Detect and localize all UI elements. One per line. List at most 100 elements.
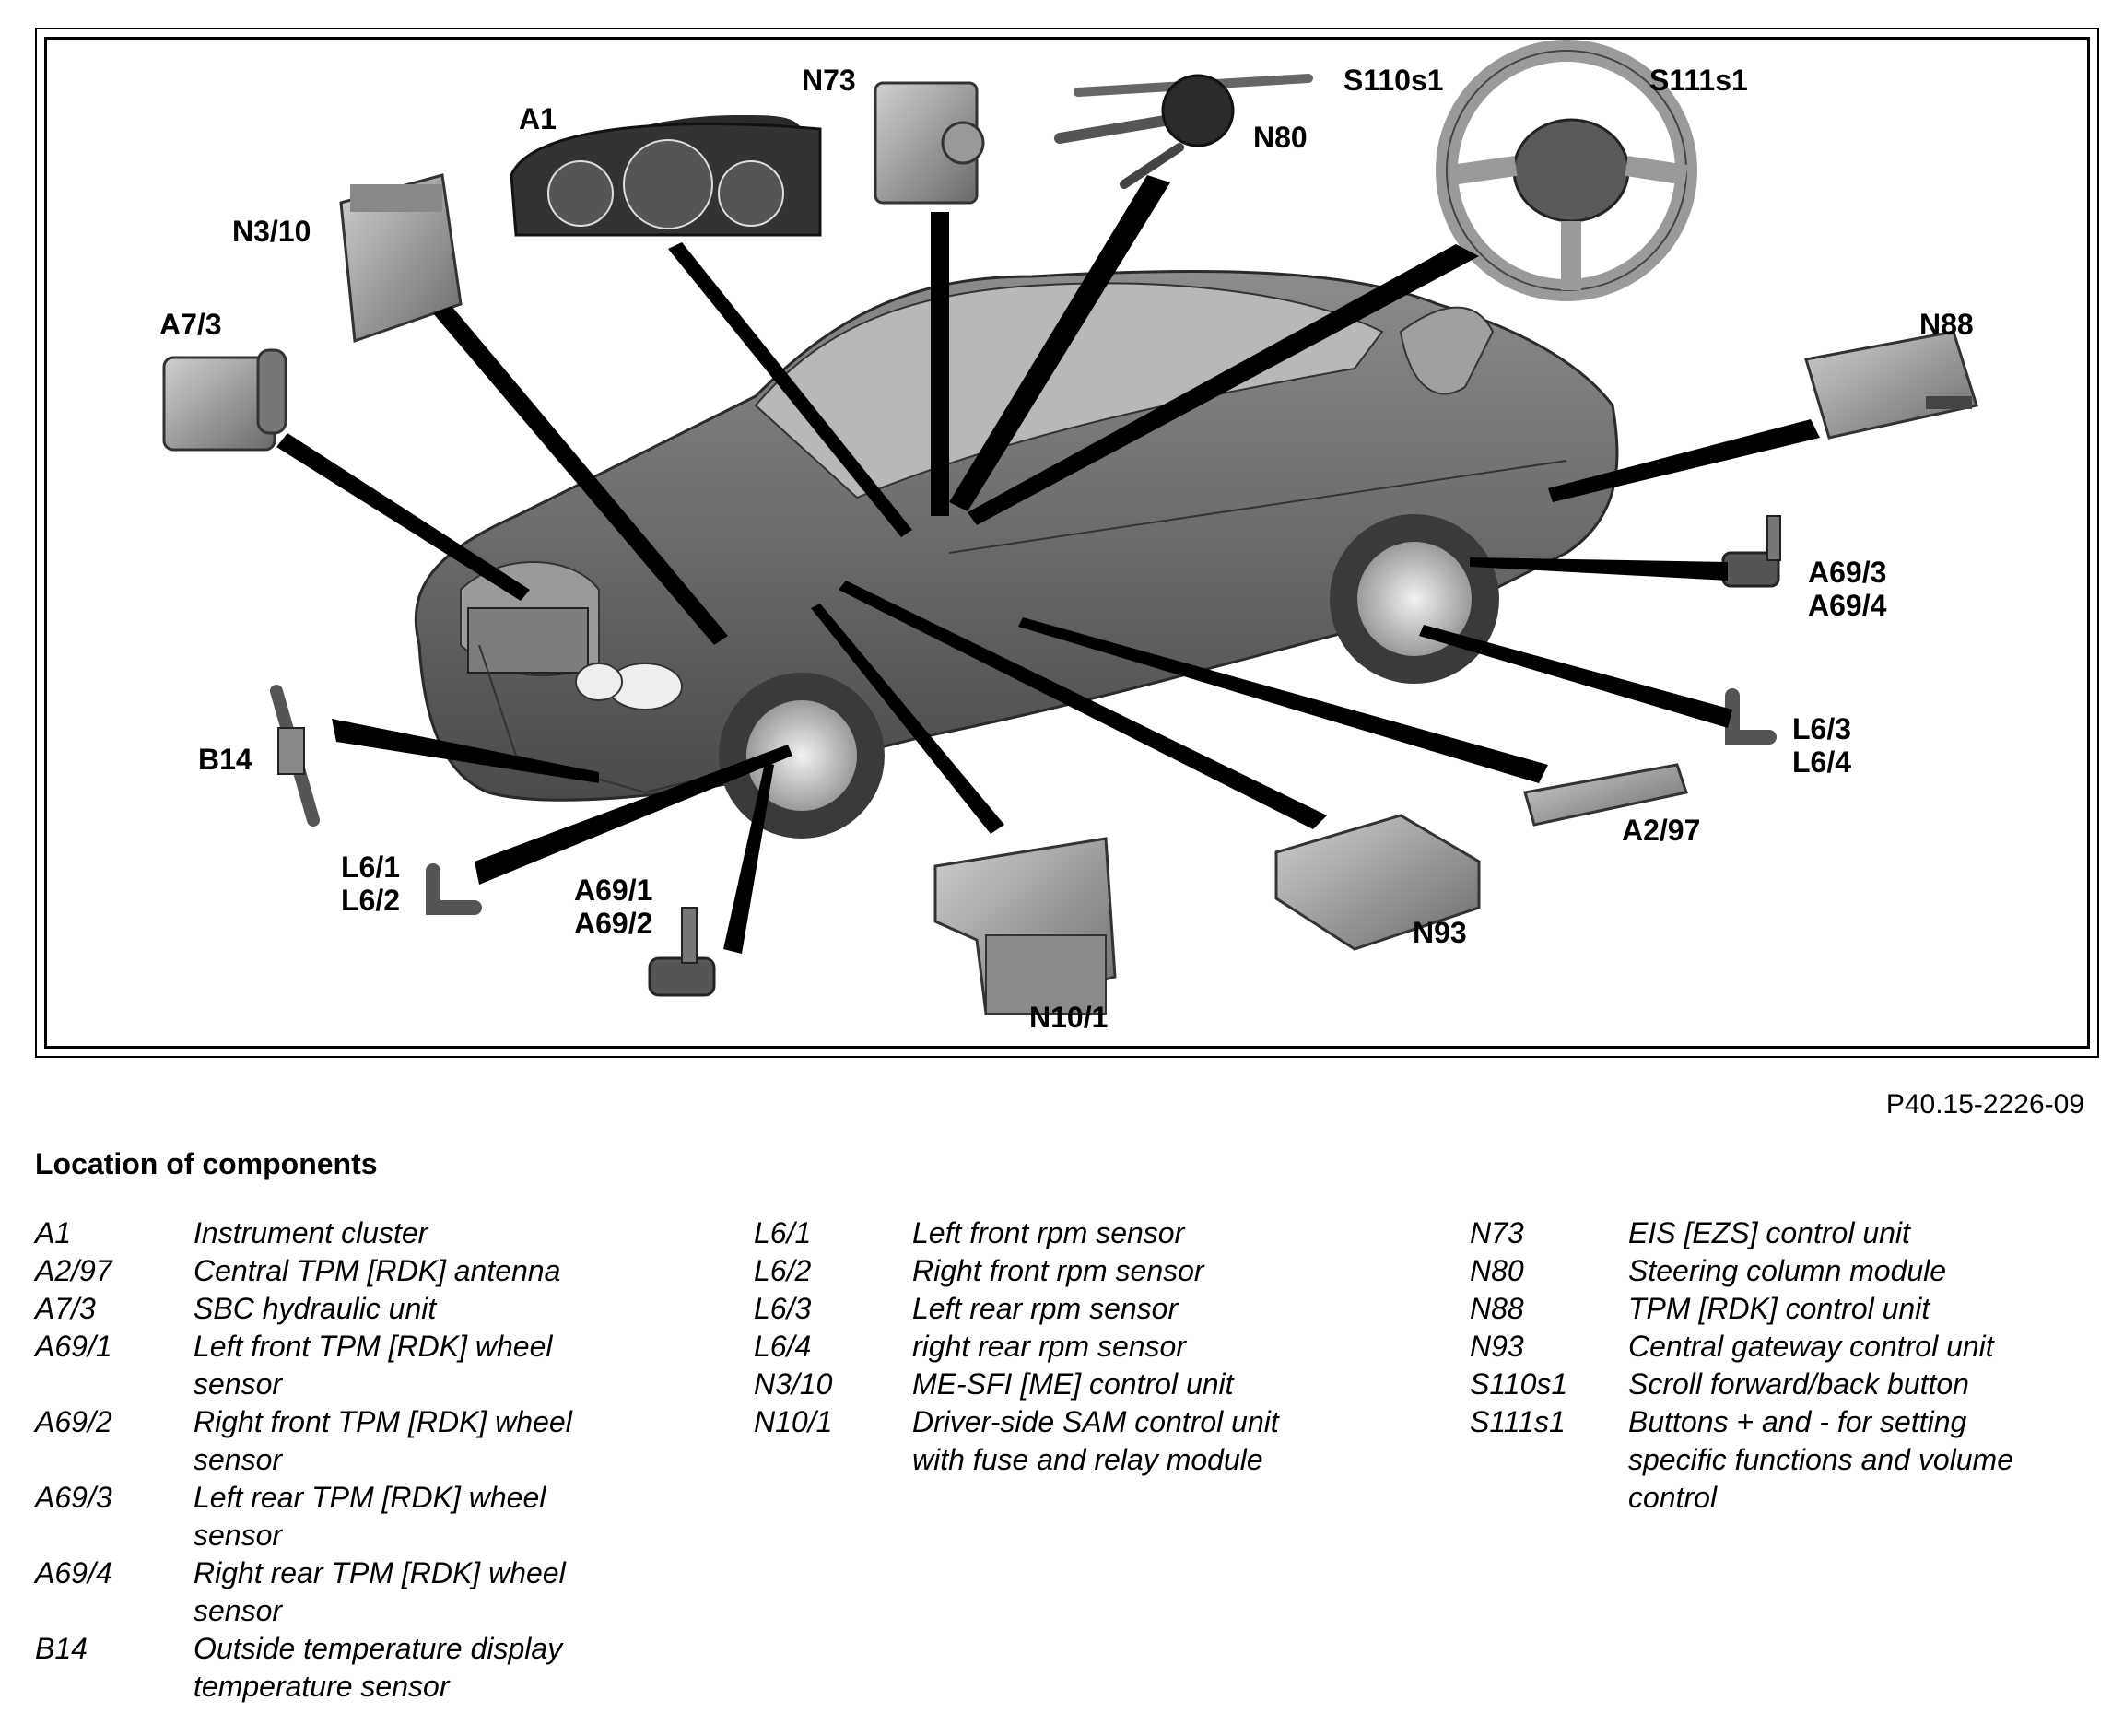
legend-desc: Right rear TPM [RDK] wheel sensor <box>194 1556 566 1627</box>
legend-row: N88 TPM [RDK] control unit <box>1470 1290 2034 1328</box>
callout-S110s1: S110s1 <box>1343 64 1444 97</box>
legend-desc: Scroll forward/back button <box>1628 1367 1969 1401</box>
legend-row: N3/10 ME-SFI [ME] control unit <box>754 1366 1318 1403</box>
instrument-cluster-icon <box>510 115 822 237</box>
legend-row: S110s1 Scroll forward/back button <box>1470 1366 2034 1403</box>
legend-desc: Right front TPM [RDK] wheel sensor <box>194 1405 572 1476</box>
legend-code: A7/3 <box>35 1292 96 1325</box>
legend-row: A69/1 Left front TPM [RDK] wheel sensor <box>35 1328 599 1403</box>
legend-desc: TPM [RDK] control unit <box>1628 1292 1930 1325</box>
legend-desc: Central gateway control unit <box>1628 1330 1994 1363</box>
callout-N3-10: N3/10 <box>232 215 311 248</box>
legend-desc: Instrument cluster <box>194 1216 428 1249</box>
legend-row: N73 EIS [EZS] control unit <box>1470 1214 2034 1252</box>
legend-code: A69/4 <box>35 1556 112 1589</box>
sam-control-unit-icon <box>933 837 1117 1015</box>
legend-desc: Left rear TPM [RDK] wheel sensor <box>194 1481 546 1552</box>
legend-code: A69/1 <box>35 1330 112 1363</box>
legend-row: N10/1 Driver-side SAM control unit with f… <box>754 1403 1318 1479</box>
central-gateway-icon <box>1274 814 1481 951</box>
diagram-frame <box>35 28 2099 1058</box>
component-diagram: A1 N73 N80 S110s1 S111s1 N3/10 A7/3 N88 … <box>159 40 1978 1034</box>
callout-A1: A1 <box>519 102 557 135</box>
legend-row: A69/4 Right rear TPM [RDK] wheel sensor <box>35 1554 599 1630</box>
callout-N73: N73 <box>802 64 856 97</box>
legend-row: A7/3 SBC hydraulic unit <box>35 1290 599 1328</box>
legend-code: N80 <box>1470 1254 1524 1287</box>
legend-row: L6/3 Left rear rpm sensor <box>754 1290 1318 1328</box>
legend-row: A69/2 Right front TPM [RDK] wheel sensor <box>35 1403 599 1479</box>
legend-desc: right rear rpm sensor <box>912 1330 1186 1363</box>
legend-code: N10/1 <box>754 1405 833 1438</box>
legend-code: A69/2 <box>35 1405 112 1438</box>
legend-code: N3/10 <box>754 1367 833 1401</box>
legend-row: N80 Steering column module <box>1470 1252 2034 1290</box>
front-rpm-sensor-icon <box>426 863 482 915</box>
front-wheel-sensor-icon <box>648 907 716 997</box>
legend-row: S111s1 Buttons + and - for setting specif… <box>1470 1403 2034 1517</box>
legend-desc: Right front rpm sensor <box>912 1254 1204 1287</box>
leader-lines <box>276 175 1820 954</box>
legend-desc: ME-SFI [ME] control unit <box>912 1367 1234 1401</box>
legend-desc: Left rear rpm sensor <box>912 1292 1179 1325</box>
legend-row: A2/97 Central TPM [RDK] antenna <box>35 1252 599 1290</box>
legend-row: L6/1 Left front rpm sensor <box>754 1214 1318 1252</box>
legend-row: A1 Instrument cluster <box>35 1214 599 1252</box>
central-tpm-antenna-icon <box>1523 763 1688 827</box>
legend-code: S111s1 <box>1470 1405 1566 1438</box>
legend-desc: Steering column module <box>1628 1254 1947 1287</box>
me-sfi-control-unit-icon <box>339 173 463 344</box>
steering-column-module-icon <box>1054 74 1313 189</box>
callout-N93: N93 <box>1413 916 1467 949</box>
legend-row: B14 Outside temperature display temperatu… <box>35 1630 599 1706</box>
legend-code: B14 <box>35 1632 88 1665</box>
legend-code: A69/3 <box>35 1481 112 1514</box>
callout-B14: B14 <box>198 743 252 776</box>
figure-code: P40.15-2226-09 <box>1885 1089 2084 1120</box>
legend-code: L6/2 <box>754 1254 812 1287</box>
legend-code: N73 <box>1470 1216 1524 1249</box>
callout-N88: N88 <box>1919 308 1974 341</box>
legend-code: S110s1 <box>1470 1367 1568 1401</box>
callout-A7-3: A7/3 <box>159 308 222 341</box>
legend-code: A1 <box>35 1216 72 1249</box>
legend-code: L6/3 <box>754 1292 812 1325</box>
legend-row: A69/3 Left rear TPM [RDK] wheel sensor <box>35 1479 599 1554</box>
sbc-hydraulic-unit-icon <box>162 348 287 452</box>
rear-wheel-sensor-icon <box>1721 515 1781 588</box>
legend-desc: EIS [EZS] control unit <box>1628 1216 1910 1249</box>
legend-column-1: A1 Instrument cluster A2/97 Central TPM [R… <box>35 1214 599 1706</box>
legend-title: Location of components <box>35 1147 378 1180</box>
legend-column-2: L6/1 Left front rpm sensor L6/2 Right fron… <box>754 1214 1318 1479</box>
legend-desc: Outside temperature display temperature … <box>194 1632 563 1703</box>
eis-control-unit-icon <box>874 81 985 205</box>
legend-code: L6/4 <box>754 1330 812 1363</box>
rear-rpm-sensor-icon <box>1725 688 1777 745</box>
legend-column-3: N73 EIS [EZS] control unit N80 Steering co… <box>1470 1214 2034 1517</box>
callout-N10-1: N10/1 <box>1029 1001 1108 1034</box>
legend-desc: Left front TPM [RDK] wheel sensor <box>194 1330 553 1401</box>
legend-code: A2/97 <box>35 1254 112 1287</box>
legend-desc: Central TPM [RDK] antenna <box>194 1254 561 1287</box>
callout-S111s1: S111s1 <box>1649 64 1748 97</box>
legend-code: N93 <box>1470 1330 1524 1363</box>
tpm-control-unit-icon <box>1804 330 1978 440</box>
car-illustration <box>414 269 1619 839</box>
callout-A2-97: A2/97 <box>1622 814 1700 847</box>
legend-row: N93 Central gateway control unit <box>1470 1328 2034 1366</box>
legend-desc: Driver-side SAM control unit with fuse a… <box>912 1405 1279 1476</box>
callout-N80: N80 <box>1253 121 1308 154</box>
legend-row: L6/2 Right front rpm sensor <box>754 1252 1318 1290</box>
legend-desc: SBC hydraulic unit <box>194 1292 437 1325</box>
legend-code: L6/1 <box>754 1216 812 1249</box>
legend-desc: Left front rpm sensor <box>912 1216 1185 1249</box>
legend-code: N88 <box>1470 1292 1524 1325</box>
outside-temperature-sensor-icon <box>270 685 320 827</box>
steering-wheel-icon <box>1436 40 1697 301</box>
legend-desc: Buttons + and - for setting specific fun… <box>1628 1405 2013 1514</box>
legend-row: L6/4 right rear rpm sensor <box>754 1328 1318 1366</box>
